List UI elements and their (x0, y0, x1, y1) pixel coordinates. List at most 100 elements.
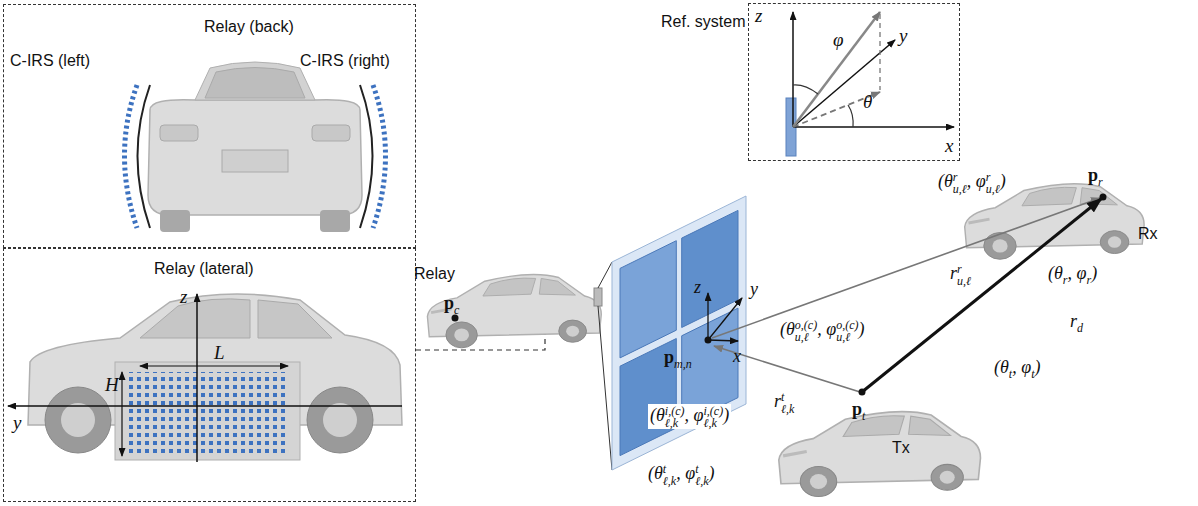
axis-label: y (899, 26, 907, 46)
math-part: x (733, 346, 741, 366)
math-part: ) (723, 405, 729, 425)
math-part: o,(c) (836, 319, 858, 331)
math-part: ) (1000, 171, 1006, 191)
math-part: (θ (648, 463, 663, 483)
script-stack: i,(c)ℓ,k (703, 405, 723, 429)
axis-label: z (180, 287, 187, 307)
math-label: (θo,(c)u,ℓ, φo,(c)u,ℓ) (780, 318, 864, 343)
math-label: pm,n (664, 346, 692, 370)
script-stack: ru,ℓ (986, 171, 1000, 195)
math-label: z (694, 276, 701, 298)
panel-label: Relay (back) (204, 17, 294, 37)
math-label: (θt, φt) (994, 356, 1041, 380)
math-part: t (663, 463, 676, 475)
math-part: r (950, 263, 957, 283)
math-label: Tx (892, 436, 910, 459)
math-part: t (1031, 367, 1034, 381)
math-part: (θ (1048, 263, 1063, 283)
math-label: Rx (1138, 222, 1158, 245)
math-part: (θ (994, 357, 1009, 377)
math-part: i,(c) (703, 405, 723, 417)
math-part: p (444, 293, 454, 313)
math-part: r (1070, 311, 1077, 331)
math-part: z (694, 277, 701, 297)
script-stack: i,(c)ℓ,k (665, 405, 685, 429)
math-label: y (750, 278, 758, 300)
math-part: t (695, 463, 708, 475)
dashed-panel: Ref. systemzφyθx (748, 3, 960, 161)
math-part: Tx (892, 439, 910, 456)
math-part: Relay (414, 265, 455, 282)
math-label: pr (1088, 164, 1103, 188)
math-part: ) (858, 319, 864, 339)
math-label: rru,ℓ (950, 262, 971, 287)
math-part: ℓ,k (663, 475, 676, 487)
math-part: t (781, 391, 794, 403)
math-part: r (1098, 175, 1103, 189)
math-part: i,(c) (665, 405, 685, 417)
axis-label: H (105, 375, 119, 395)
math-label: (θru,ℓ, φru,ℓ) (938, 170, 1006, 195)
math-part: (θ (938, 171, 953, 191)
script-stack: tℓ,k (695, 463, 708, 487)
math-part: (θ (650, 405, 665, 425)
math-part: r (774, 391, 781, 411)
axis-label: x (945, 136, 953, 156)
math-part: (θ (780, 319, 795, 339)
math-part: d (1077, 321, 1083, 335)
math-part: o,(c) (795, 319, 817, 331)
math-label: (θr, φr) (1048, 262, 1097, 286)
math-label: x (733, 345, 741, 367)
panel-label: Relay (lateral) (154, 259, 254, 279)
math-part: , φ (1012, 357, 1031, 377)
math-part: c (454, 303, 459, 317)
irs-cell (682, 210, 738, 327)
math-part: r (953, 171, 967, 183)
script-stack: tℓ,k (781, 391, 794, 415)
irs-cell (620, 339, 676, 456)
panel-label: C-IRS (left) (10, 51, 90, 71)
math-label: rd (1070, 310, 1083, 334)
math-label: Relay (414, 262, 455, 285)
axis-label: z (755, 6, 762, 26)
math-part: ℓ,k (695, 475, 708, 487)
math-part: ℓ,k (665, 417, 685, 429)
math-part: m,n (674, 357, 692, 371)
script-stack: ru,ℓ (953, 171, 967, 195)
math-label: rtℓ,k (774, 390, 794, 415)
math-part: r (986, 171, 1000, 183)
math-part: u,ℓ (957, 275, 971, 287)
math-part: t (862, 409, 865, 423)
math-part: y (750, 279, 758, 299)
math-part: r (1063, 273, 1068, 287)
axis-label: L (214, 343, 225, 363)
math-part: Rx (1138, 225, 1158, 242)
math-part: u,ℓ (953, 183, 967, 195)
script-stack: o,(c)u,ℓ (836, 319, 858, 343)
math-part: ℓ,k (781, 403, 794, 415)
math-label: pt (852, 398, 865, 422)
dashed-panel: Relay (back) C-IRS (left) C-IRS (right) (3, 4, 416, 248)
math-part: r (957, 263, 971, 275)
axis-label: θ (863, 92, 872, 112)
math-part: p (664, 347, 674, 367)
math-part: , φ (685, 405, 704, 425)
math-part: , φ (817, 319, 836, 339)
math-part: t (1009, 367, 1012, 381)
math-part: u,ℓ (986, 183, 1000, 195)
script-stack: ru,ℓ (957, 263, 971, 287)
math-part: p (852, 399, 862, 419)
panel-label: C-IRS (right) (300, 51, 390, 71)
math-label: (θi,(c)ℓ,k, φi,(c)ℓ,k) (648, 404, 731, 429)
math-label: (θtℓ,k, φtℓ,k) (648, 462, 714, 487)
script-stack: tℓ,k (663, 463, 676, 487)
math-part: ) (708, 463, 714, 483)
math-part: u,ℓ (836, 331, 858, 343)
math-part: r (1086, 273, 1091, 287)
math-part: , φ (676, 463, 695, 483)
script-stack: o,(c)u,ℓ (795, 319, 817, 343)
math-label: pc (444, 292, 459, 316)
panel-label: Ref. system (661, 12, 745, 32)
